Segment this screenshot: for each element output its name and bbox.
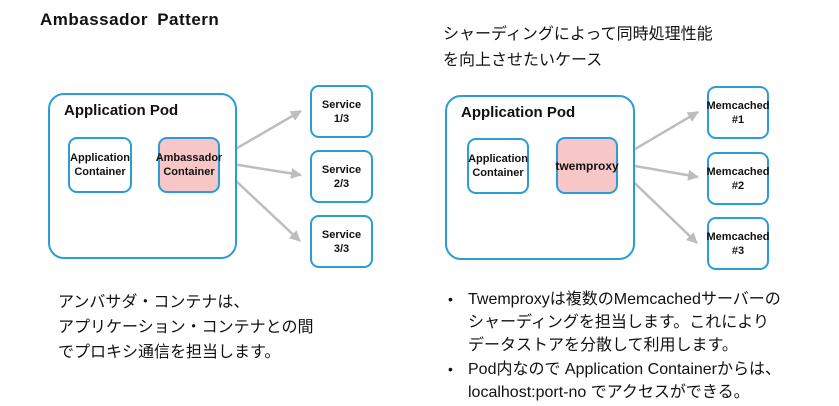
service-box-2: Service 2/3 (310, 150, 373, 203)
service-2-label-line2: 2/3 (333, 177, 350, 190)
memcached-3-label-line1: Memcached (706, 230, 770, 243)
twemproxy-label: twemproxy (555, 158, 619, 173)
left-app-container-label-line2: Container (74, 166, 126, 178)
ambassador-label-line1: Ambassador (155, 152, 223, 164)
right-app-container-label-line1: Application (468, 153, 528, 165)
bullet-1-line-3: データストアを分散して利用します。 (468, 337, 738, 354)
bullet-item-1: • Twemproxyは複数のMemcachedサーバーの シャーディングを担当… (444, 288, 834, 357)
service-2-label-line1: Service (321, 163, 362, 176)
bullet-item-2: • Pod内なので Application Containerからは、 loca… (444, 358, 834, 404)
bullet-marker: • (448, 361, 453, 377)
service-3-label-line2: 3/3 (333, 242, 350, 255)
service-box-3: Service 3/3 (310, 215, 373, 268)
right-app-container-label-line2: Container (472, 167, 524, 179)
left-pod-label: Application Pod (64, 102, 179, 119)
service-box-1: Service 1/3 (310, 85, 373, 138)
right-application-container-box: Application Container (467, 138, 529, 194)
bullet-2-line-1: Pod内なので Application Containerからは、 (468, 361, 782, 378)
left-caption-line-1: アンバサダ・コンテナは、 (58, 294, 250, 311)
left-caption-line-3: でプロキシ通信を担当します。 (58, 344, 281, 361)
memcached-box-3: Memcached #3 (706, 217, 770, 270)
service-1-label-line1: Service (321, 98, 362, 111)
left-app-container-label-line1: Application (70, 152, 130, 164)
memcached-box-2: Memcached #2 (706, 152, 770, 205)
right-application-pod: Application Pod Application Container tw… (445, 95, 635, 260)
bullet-2-text: Pod内なので Application Containerからは、 localh… (468, 358, 834, 404)
bullet-1-line-1: Twemproxyは複数のMemcachedサーバーの (468, 291, 781, 308)
left-caption: アンバサダ・コンテナは、 アプリケーション・コンテナとの間 でプロキシ通信を担当… (58, 290, 314, 365)
memcached-3-label-line2: #3 (731, 244, 745, 257)
right-bullet-list: • Twemproxyは複数のMemcachedサーバーの シャーディングを担当… (444, 288, 834, 405)
bullet-marker: • (448, 291, 453, 307)
memcached-box-1: Memcached #1 (706, 86, 770, 139)
left-application-pod: Application Pod Application Container Am… (48, 93, 237, 259)
bullet-1-line-2: シャーディングを担当します。これにより (468, 314, 769, 331)
bullet-2-line-2: localhost:port-no でアクセスができる。 (468, 384, 750, 401)
right-title-line-2: を向上させたいケース (443, 52, 603, 69)
right-section-title: シャーディングによって同時処理性能 を向上させたいケース (443, 22, 713, 74)
left-application-container-box: Application Container (68, 137, 132, 193)
left-caption-line-2: アプリケーション・コンテナとの間 (58, 319, 314, 336)
twemproxy-box: twemproxy (555, 137, 619, 194)
right-pod-label: Application Pod (461, 104, 576, 121)
bullet-1-text: Twemproxyは複数のMemcachedサーバーの シャーディングを担当しま… (468, 288, 834, 357)
memcached-1-label-line2: #1 (731, 113, 745, 126)
memcached-2-label-line2: #2 (731, 179, 745, 192)
ambassador-label-line2: Container (163, 166, 215, 178)
service-3-label-line1: Service (321, 228, 362, 241)
memcached-1-label-line1: Memcached (706, 99, 770, 112)
ambassador-container-box: Ambassador Container (155, 137, 223, 193)
memcached-2-label-line1: Memcached (706, 165, 770, 178)
right-title-line-1: シャーディングによって同時処理性能 (443, 26, 713, 43)
page-title: Ambassador Pattern (40, 10, 220, 29)
service-1-label-line2: 1/3 (333, 112, 350, 125)
